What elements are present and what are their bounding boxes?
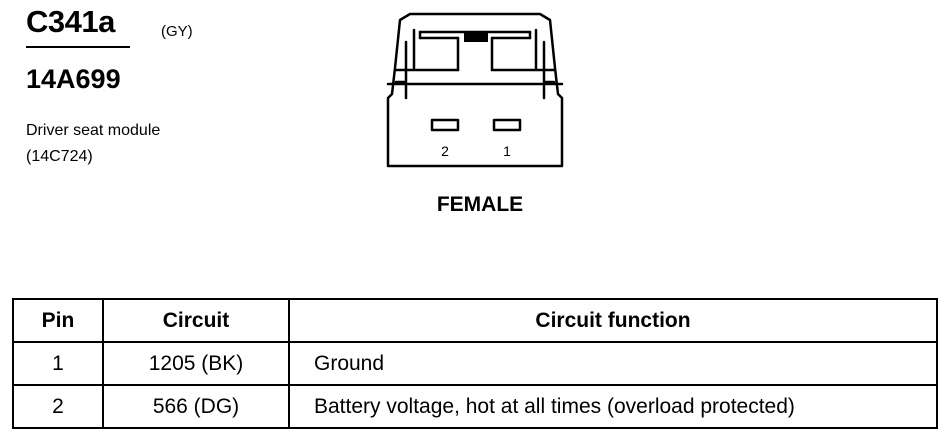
housing-outline — [386, 12, 564, 168]
function-cell: Ground — [288, 341, 938, 386]
part-number: 14A699 — [26, 64, 121, 94]
cavity-1 — [492, 118, 522, 132]
cavity-2 — [430, 118, 460, 132]
cavity-label-2: 2 — [441, 143, 449, 159]
component-name: Driver seat module — [26, 122, 161, 139]
pinout-table: Pin Circuit Circuit function 1 1205 (BK)… — [12, 298, 938, 429]
circuit-cell: 1205 (BK) — [102, 341, 290, 386]
connector-face-diagram: 2 1 — [386, 12, 564, 168]
side-latch-left — [394, 68, 408, 84]
table-row: 2 566 (DG) Battery voltage, hot at all t… — [12, 384, 938, 429]
table-row: 1 1205 (BK) Ground — [12, 341, 938, 386]
lock-tab — [464, 32, 488, 42]
side-latch-right — [542, 68, 556, 84]
pin-cell: 1 — [12, 341, 104, 386]
connector-id: C341a — [26, 4, 115, 39]
table-header-row: Pin Circuit Circuit function — [12, 298, 938, 343]
header-pin: Pin — [12, 298, 104, 343]
header-circuit: Circuit — [102, 298, 290, 343]
connector-color: (GY) — [161, 23, 193, 40]
cavity-label-1: 1 — [503, 143, 511, 159]
title-rule — [26, 46, 130, 48]
component-code: (14C724) — [26, 148, 93, 165]
pin-cell: 2 — [12, 384, 104, 429]
header-circuit-function: Circuit function — [288, 298, 938, 343]
circuit-cell: 566 (DG) — [102, 384, 290, 429]
function-cell: Battery voltage, hot at all times (overl… — [288, 384, 938, 429]
connector-gender-label: FEMALE — [436, 193, 524, 216]
